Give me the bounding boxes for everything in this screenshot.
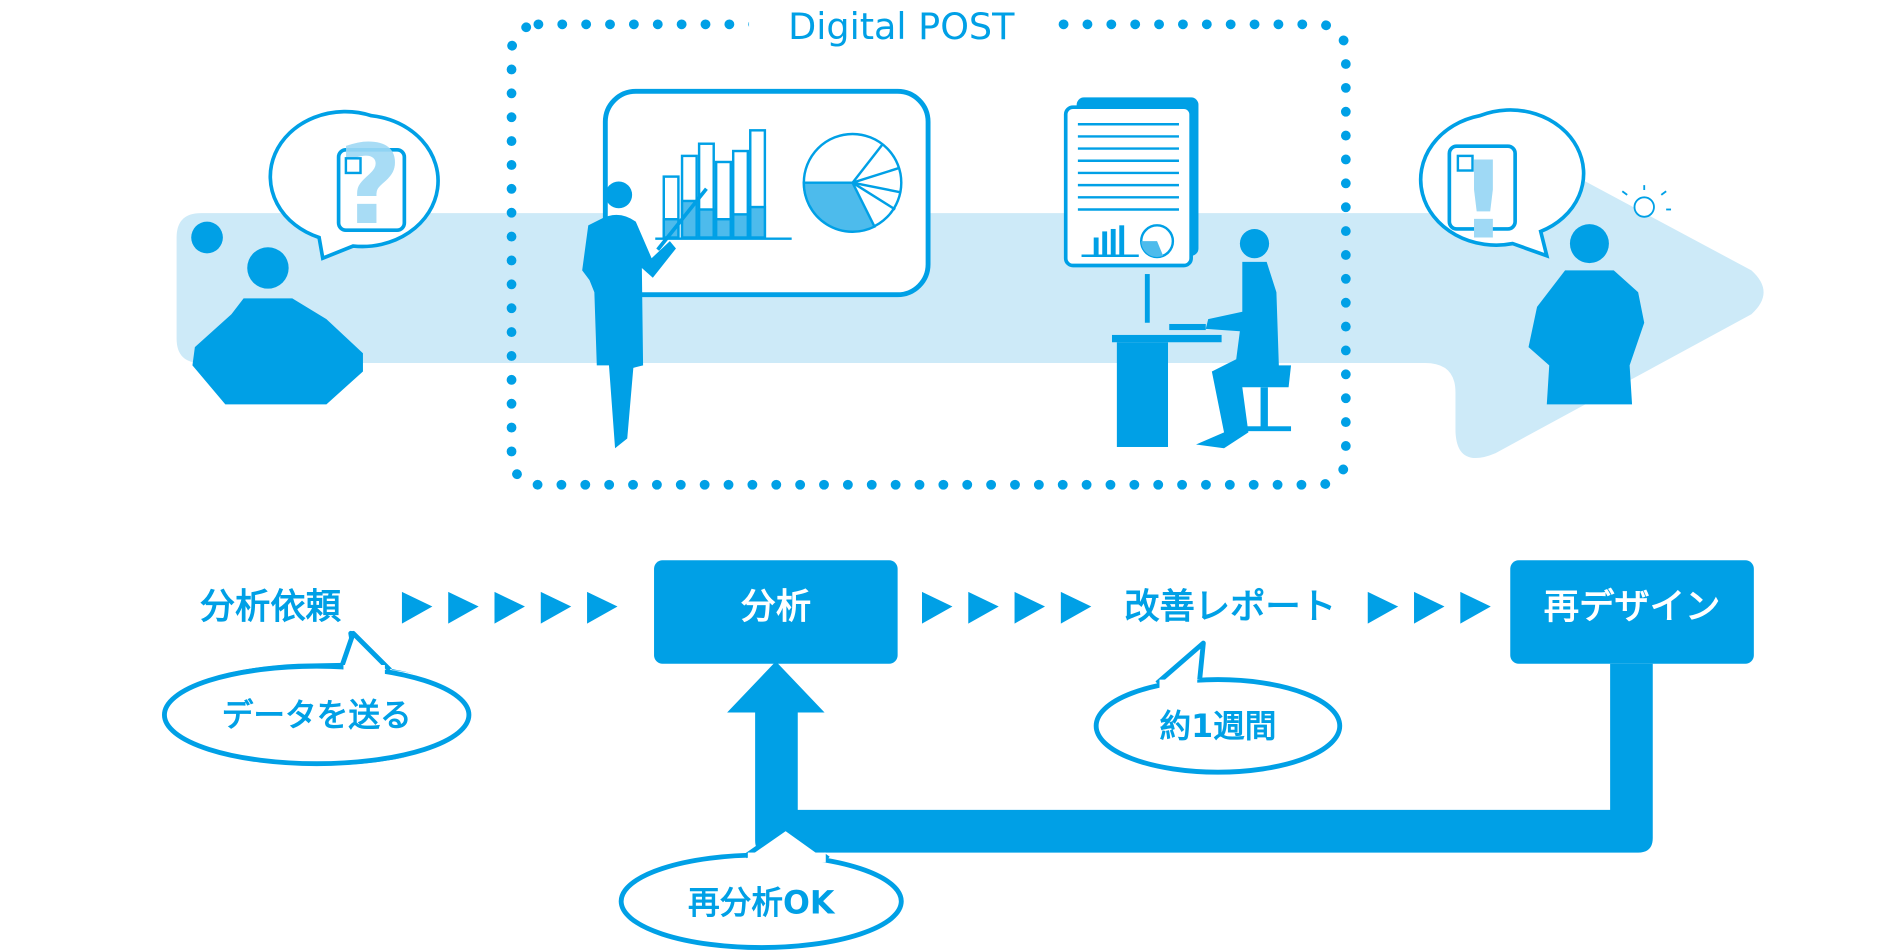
one-week-callout: 約1週間	[1093, 640, 1343, 775]
flow-arrows-1	[401, 591, 618, 624]
whiteboard	[602, 88, 931, 298]
pie-chart-icon	[802, 132, 903, 233]
step-analysis-label: 分析	[741, 587, 812, 628]
question-mark-icon: ?	[338, 121, 402, 249]
bar-chart-icon	[655, 129, 792, 240]
flow-arrows-3	[1367, 591, 1491, 624]
flow-arrows-2	[921, 591, 1092, 624]
feedback-loop-arrow	[727, 661, 1653, 853]
report-document	[1063, 97, 1199, 268]
background-flow-arrow	[176, 160, 1764, 459]
reanalysis-ok-callout: 再分析OK	[618, 825, 904, 950]
lightbulb-icon	[1621, 185, 1672, 218]
send-data-label: データを送る	[222, 697, 412, 734]
step-analysis-request: 分析依頼	[200, 587, 342, 628]
desk-worker-figure	[1111, 228, 1292, 449]
client-figure	[191, 221, 363, 405]
digital-post-frame	[506, 19, 1351, 490]
send-data-callout: データを送る	[161, 630, 485, 767]
designer-figure	[1528, 224, 1645, 405]
presenter-figure	[582, 181, 708, 449]
one-week-label: 約1週間	[1159, 709, 1276, 745]
question-bubble: ?	[268, 109, 440, 261]
exclamation-bubble: !	[1418, 108, 1586, 264]
step-redesign-box	[1510, 560, 1754, 664]
step-improvement-report: 改善レポート	[1124, 587, 1336, 628]
frame-title: Digital POST	[788, 5, 1015, 48]
reanalysis-ok-label: 再分析OK	[688, 885, 836, 921]
step-redesign-label: 再デザイン	[1544, 587, 1721, 628]
step-analysis-box	[654, 560, 898, 664]
